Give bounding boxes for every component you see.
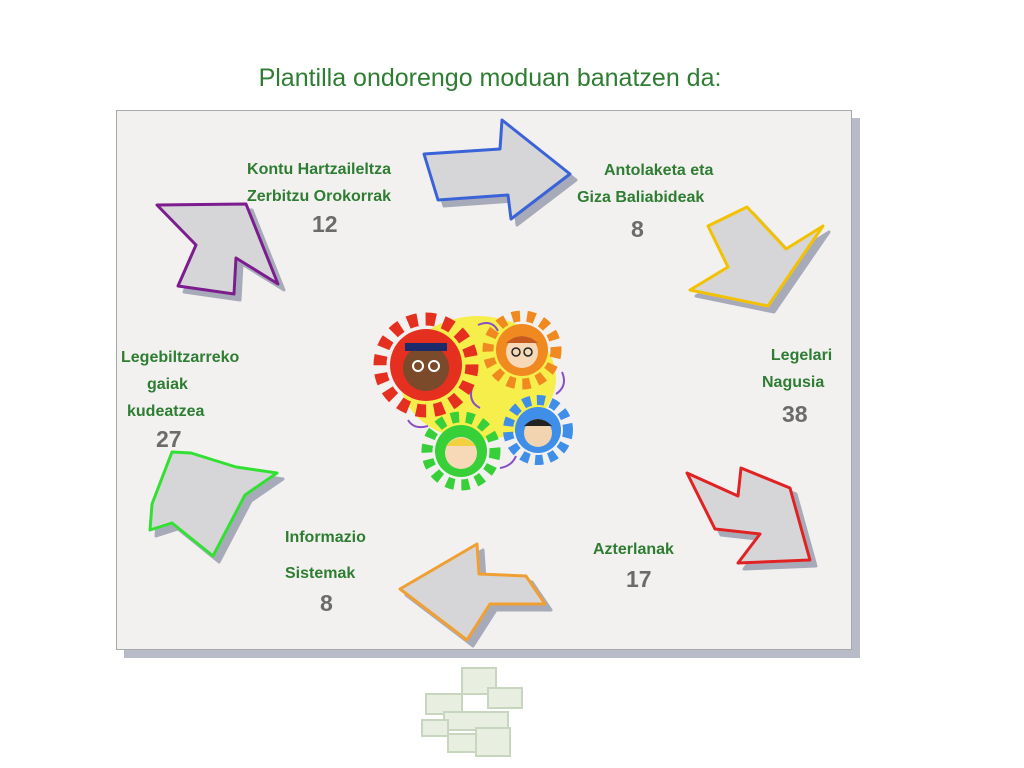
count-informazio-sistemak: 8 [320,590,333,616]
label-line: Legebiltzarreko [121,349,240,366]
label-informazio-sistemak: Informazio Sistemak [285,520,366,592]
arrow-purple-icon [155,202,280,296]
count-kontu-hartzailetza: 12 [312,211,338,237]
label-line: Antolaketa eta [604,162,714,179]
count-legelari-nagusia: 38 [782,401,808,427]
arrow-yellow-icon [688,205,825,308]
label-legebiltzarreko-gaiak: Legebiltzarreko gaiak kudeatzea [121,344,239,425]
arrow-green-icon [148,450,279,558]
gears-people-icon [373,310,573,491]
arrow-red-icon [685,466,812,565]
label-line: Nagusia [762,374,825,391]
label-line: gaiak [147,376,188,393]
parliament-logo-icon [421,667,523,757]
label-line: Azterlanak [593,541,674,558]
label-line: Legelari [770,347,833,364]
label-legelari-nagusia: Legelari Nagusia [762,342,832,396]
count-legebiltzarreko-gaiak: 27 [156,426,182,452]
arrow-orange-icon [398,542,547,642]
label-line: Giza Baliabideak [577,189,705,206]
arrow-blue-icon [422,118,572,221]
label-kontu-hartzailetza: Kontu Hartzaileltza Zerbitzu Orokorrak [247,156,391,210]
label-line: Informazio [285,529,366,546]
label-line: Kontu Hartzaileltza [247,161,392,178]
label-line: Sistemak [285,565,356,582]
count-antolaketa: 8 [631,216,644,242]
slide-title: Plantilla ondorengo moduan banatzen da: [258,64,722,92]
label-azterlanak: Azterlanak [593,536,674,563]
label-antolaketa: Antolaketa eta Giza Baliabideak [568,157,713,211]
label-line: Zerbitzu Orokorrak [247,188,392,205]
count-azterlanak: 17 [626,566,652,592]
label-line: kudeatzea [127,403,205,420]
